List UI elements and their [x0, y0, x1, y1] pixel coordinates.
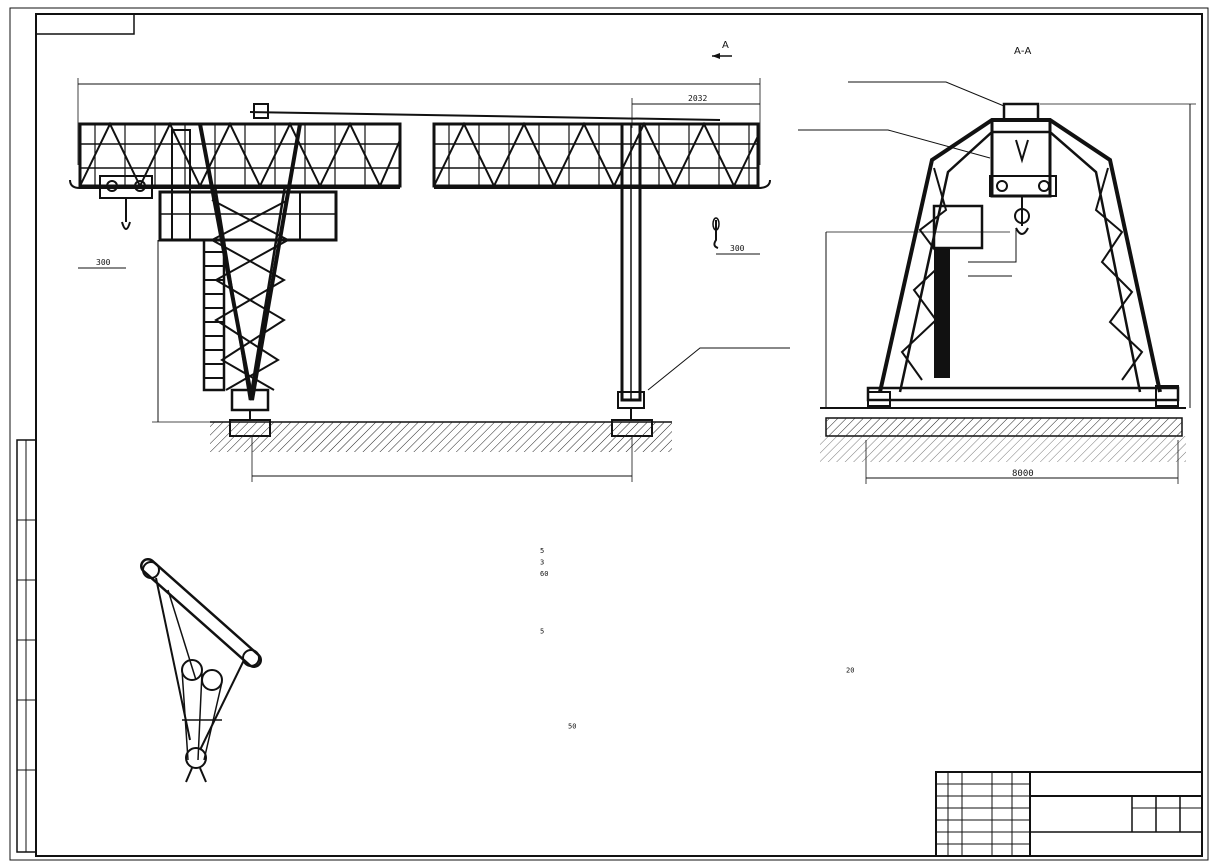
tech-characteristics-table: 5 3 60 5 50 — [540, 547, 576, 731]
side-dim-base: 8000 — [1012, 469, 1034, 479]
table-row-value: 20 — [846, 667, 854, 675]
table-row-value: 3 — [540, 559, 544, 567]
dim-left-overhang: 300 — [96, 258, 111, 267]
sheet-frame — [9, 7, 1209, 861]
view-label-a: A — [722, 40, 729, 51]
dim-right-overhang: 300 — [730, 244, 745, 253]
front-view: A 2032 — [69, 40, 790, 482]
table-row-value: 5 — [540, 628, 544, 636]
view-label-aa: А-А — [1014, 46, 1031, 57]
dim-top-right: 2032 — [688, 94, 707, 103]
side-view: А-А — [798, 46, 1196, 484]
table-row-value: 5 — [540, 547, 544, 555]
sling-scheme — [140, 558, 262, 783]
title-block — [935, 771, 1203, 857]
table-row-value: 50 — [568, 723, 576, 731]
mid-characteristics-table: 20 — [846, 667, 854, 675]
table-row-value: 60 — [540, 570, 548, 578]
